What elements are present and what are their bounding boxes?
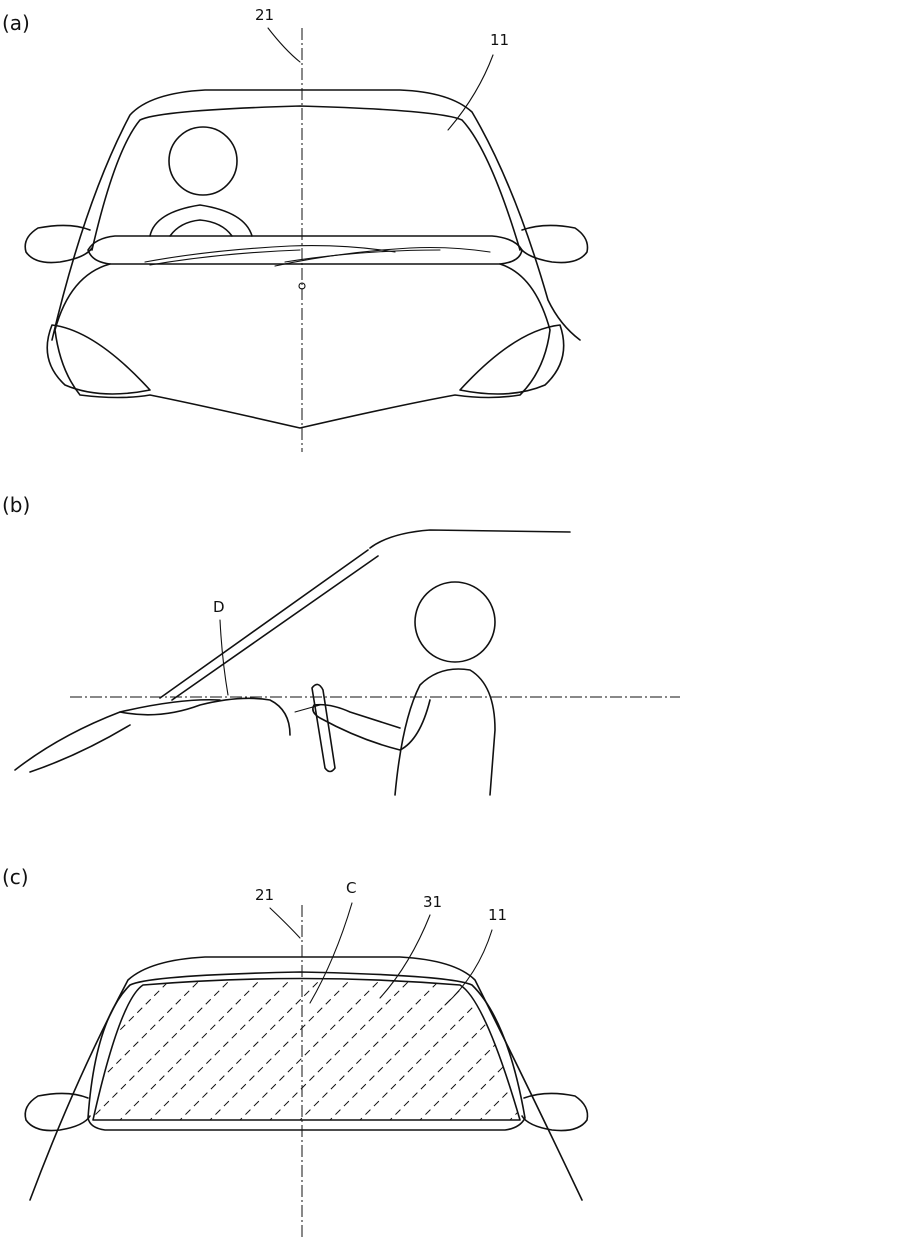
panel-c: (c) [0,865,690,1240]
side-driver-head [415,582,495,662]
panel-a: (a) 21 11 [2,6,588,452]
side-roof [370,530,570,548]
car-roof-outline [52,90,580,340]
dashboard [120,698,290,735]
side-windshield-outer [160,550,368,698]
side-windshield-inner [172,556,378,700]
ref-C-label: C [346,879,356,897]
windshield [92,106,520,250]
ref-C-leader [310,903,352,1003]
side-driver-torso [395,669,495,795]
c-ref-21-label: 21 [255,886,274,904]
ref-21-leader [268,28,300,62]
right-headlight [460,325,564,394]
ref-D-leader [220,620,228,695]
c-right-mirror [522,1093,588,1130]
driver-head [169,127,237,195]
ref-11-leader [448,55,493,130]
ref-11-label: 11 [490,31,509,49]
panel-b-label: (b) [2,493,30,517]
region-31 [93,979,520,1121]
panel-a-label: (a) [2,11,30,35]
side-steering-column [312,684,335,771]
left-headlight [47,325,150,394]
panel-b: (b) D [2,493,680,795]
ref-31-label: 31 [423,893,442,911]
side-hood [15,700,220,770]
c-left-mirror [25,1093,90,1130]
ref-21-label: 21 [255,6,274,24]
c-ref-21-leader [270,908,300,938]
ref-D-label: D [213,598,225,616]
c-ref-11-label: 11 [488,906,507,924]
panel-c-label: (c) [2,865,29,889]
steering-wheel-inner [170,220,232,236]
